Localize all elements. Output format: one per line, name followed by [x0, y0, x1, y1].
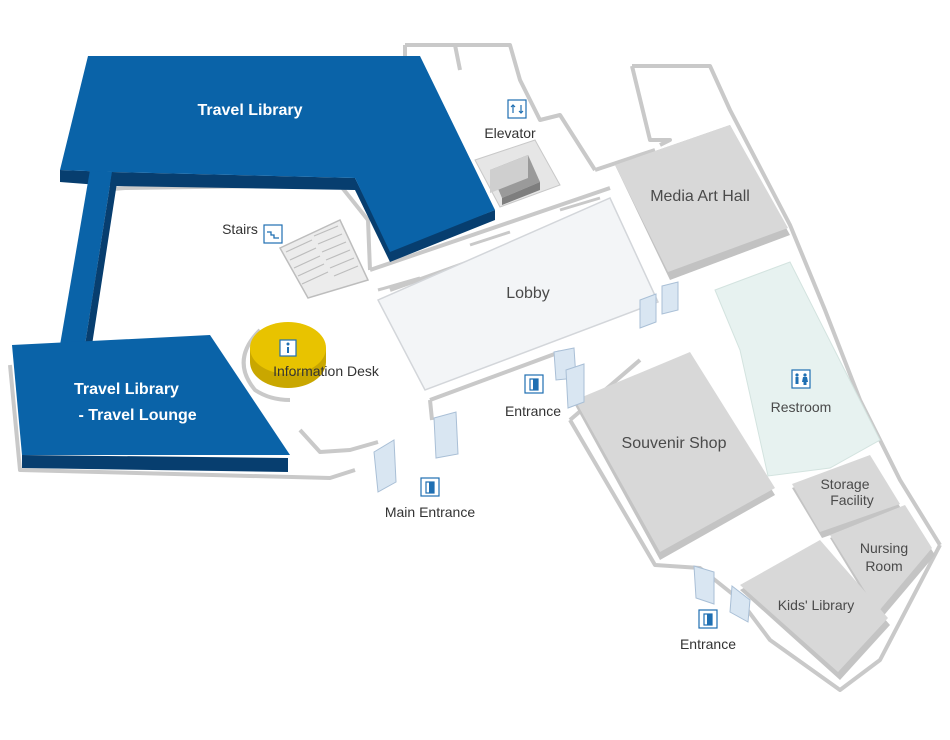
entrance-center-door-icon: [524, 374, 544, 394]
room-kids-library[interactable]: [740, 540, 890, 680]
label-entrance-center: Entrance: [505, 403, 561, 419]
door-bottom-2: [729, 585, 751, 623]
label-souvenir-shop: Souvenir Shop: [622, 435, 727, 452]
label-kids-library: Kids' Library: [778, 597, 855, 613]
room-travel-library[interactable]: [60, 56, 495, 345]
stairs-icon: [263, 224, 283, 244]
label-restroom: Restroom: [771, 399, 832, 415]
door-lobby-1: [639, 293, 657, 329]
elevator-shaft: [474, 139, 561, 208]
door-bottom-1: [693, 565, 715, 605]
door-center-2: [565, 363, 585, 409]
door-main-2: [433, 411, 459, 459]
label-travel-lounge-line2: - Travel Lounge: [74, 407, 197, 424]
label-travel-library: Travel Library: [198, 102, 303, 119]
door-lobby-2: [661, 281, 679, 315]
glass-doors: [373, 281, 751, 623]
room-travel-lounge[interactable]: [12, 335, 290, 472]
label-lobby: Lobby: [506, 285, 550, 302]
label-information-desk: Information Desk: [273, 363, 380, 379]
label-travel-lounge-line1: Travel Library: [74, 381, 179, 398]
entrance-bottom-door-icon: [698, 609, 718, 629]
door-main-1: [373, 439, 397, 493]
label-storage-line1: Storage: [820, 476, 869, 492]
label-main-entrance: Main Entrance: [385, 504, 475, 520]
corridor-dashes: [377, 196, 601, 292]
room-restroom[interactable]: [714, 261, 881, 477]
label-nursing-line2: Room: [865, 558, 902, 574]
stairs-block: [278, 219, 370, 299]
building-walls: [8, 43, 942, 692]
label-elevator: Elevator: [484, 125, 536, 141]
label-entrance-bottom: Entrance: [680, 636, 736, 652]
restroom-icon: [791, 369, 811, 389]
elevator-icon: [507, 99, 527, 119]
room-lobby[interactable]: [376, 197, 660, 391]
room-souvenir-shop[interactable]: [575, 352, 775, 560]
room-media-art-hall[interactable]: [615, 125, 790, 280]
label-nursing-line1: Nursing: [860, 540, 908, 556]
room-nursing-room[interactable]: [830, 505, 935, 620]
main-entrance-door-icon: [420, 477, 440, 497]
info-icon: [279, 339, 297, 357]
label-media-art-hall: Media Art Hall: [650, 188, 750, 205]
information-desk[interactable]: [250, 322, 326, 388]
label-stairs: Stairs: [222, 221, 258, 237]
label-storage-line2: Facility: [830, 492, 874, 508]
